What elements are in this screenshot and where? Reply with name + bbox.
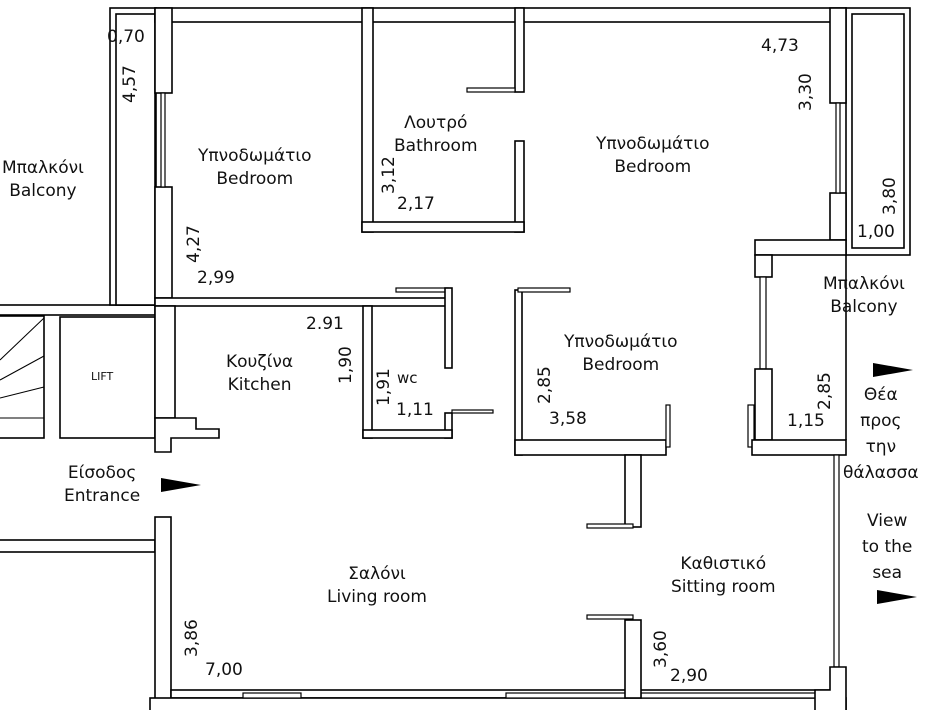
dim-bedroom-1-w: 2,99 xyxy=(197,268,235,288)
dim-wc-h: 1,91 xyxy=(374,368,394,406)
dim-wc-w: 1,11 xyxy=(396,400,434,420)
entrance-arrow-icon xyxy=(161,478,201,492)
dim-sitting-w: 2,90 xyxy=(670,666,708,686)
lift-shaft xyxy=(59,316,156,439)
dim-living-w: 7,00 xyxy=(205,660,243,680)
lift-label: LIFT xyxy=(91,370,114,383)
dim-balcony-left-h: 4,57 xyxy=(120,65,140,103)
dim-bedroom-2-w: 4,73 xyxy=(761,36,799,56)
dim-bedroom-3-w: 3,58 xyxy=(549,409,587,429)
dim-balcony-left-w: 0,70 xyxy=(107,27,145,47)
dim-kitchen-w: 2.91 xyxy=(306,314,344,334)
dim-bathroom-w: 2,17 xyxy=(397,194,435,214)
dim-sitting-h: 3,60 xyxy=(651,630,671,668)
dim-balcony-right-h: 2,85 xyxy=(815,372,835,410)
sea-view-arrow-icon xyxy=(873,363,913,377)
dim-living-h: 3,86 xyxy=(182,619,202,657)
dim-bedroom-1-h: 4,27 xyxy=(184,225,204,263)
dim-bedroom-2-h: 3,30 xyxy=(796,73,816,111)
sea-view-arrow-icon xyxy=(877,590,917,604)
dim-kitchen-h: 1,90 xyxy=(336,346,356,384)
dim-balcony-upper-right-w: 1,00 xyxy=(857,222,895,242)
dim-balcony-right-w: 1,15 xyxy=(787,411,825,431)
dim-bathroom-h: 3,12 xyxy=(379,156,399,194)
wc-label: wc xyxy=(397,369,418,387)
dim-balcony-upper-right-h: 3,80 xyxy=(880,177,900,215)
dim-bedroom-3-h: 2,85 xyxy=(535,366,555,404)
